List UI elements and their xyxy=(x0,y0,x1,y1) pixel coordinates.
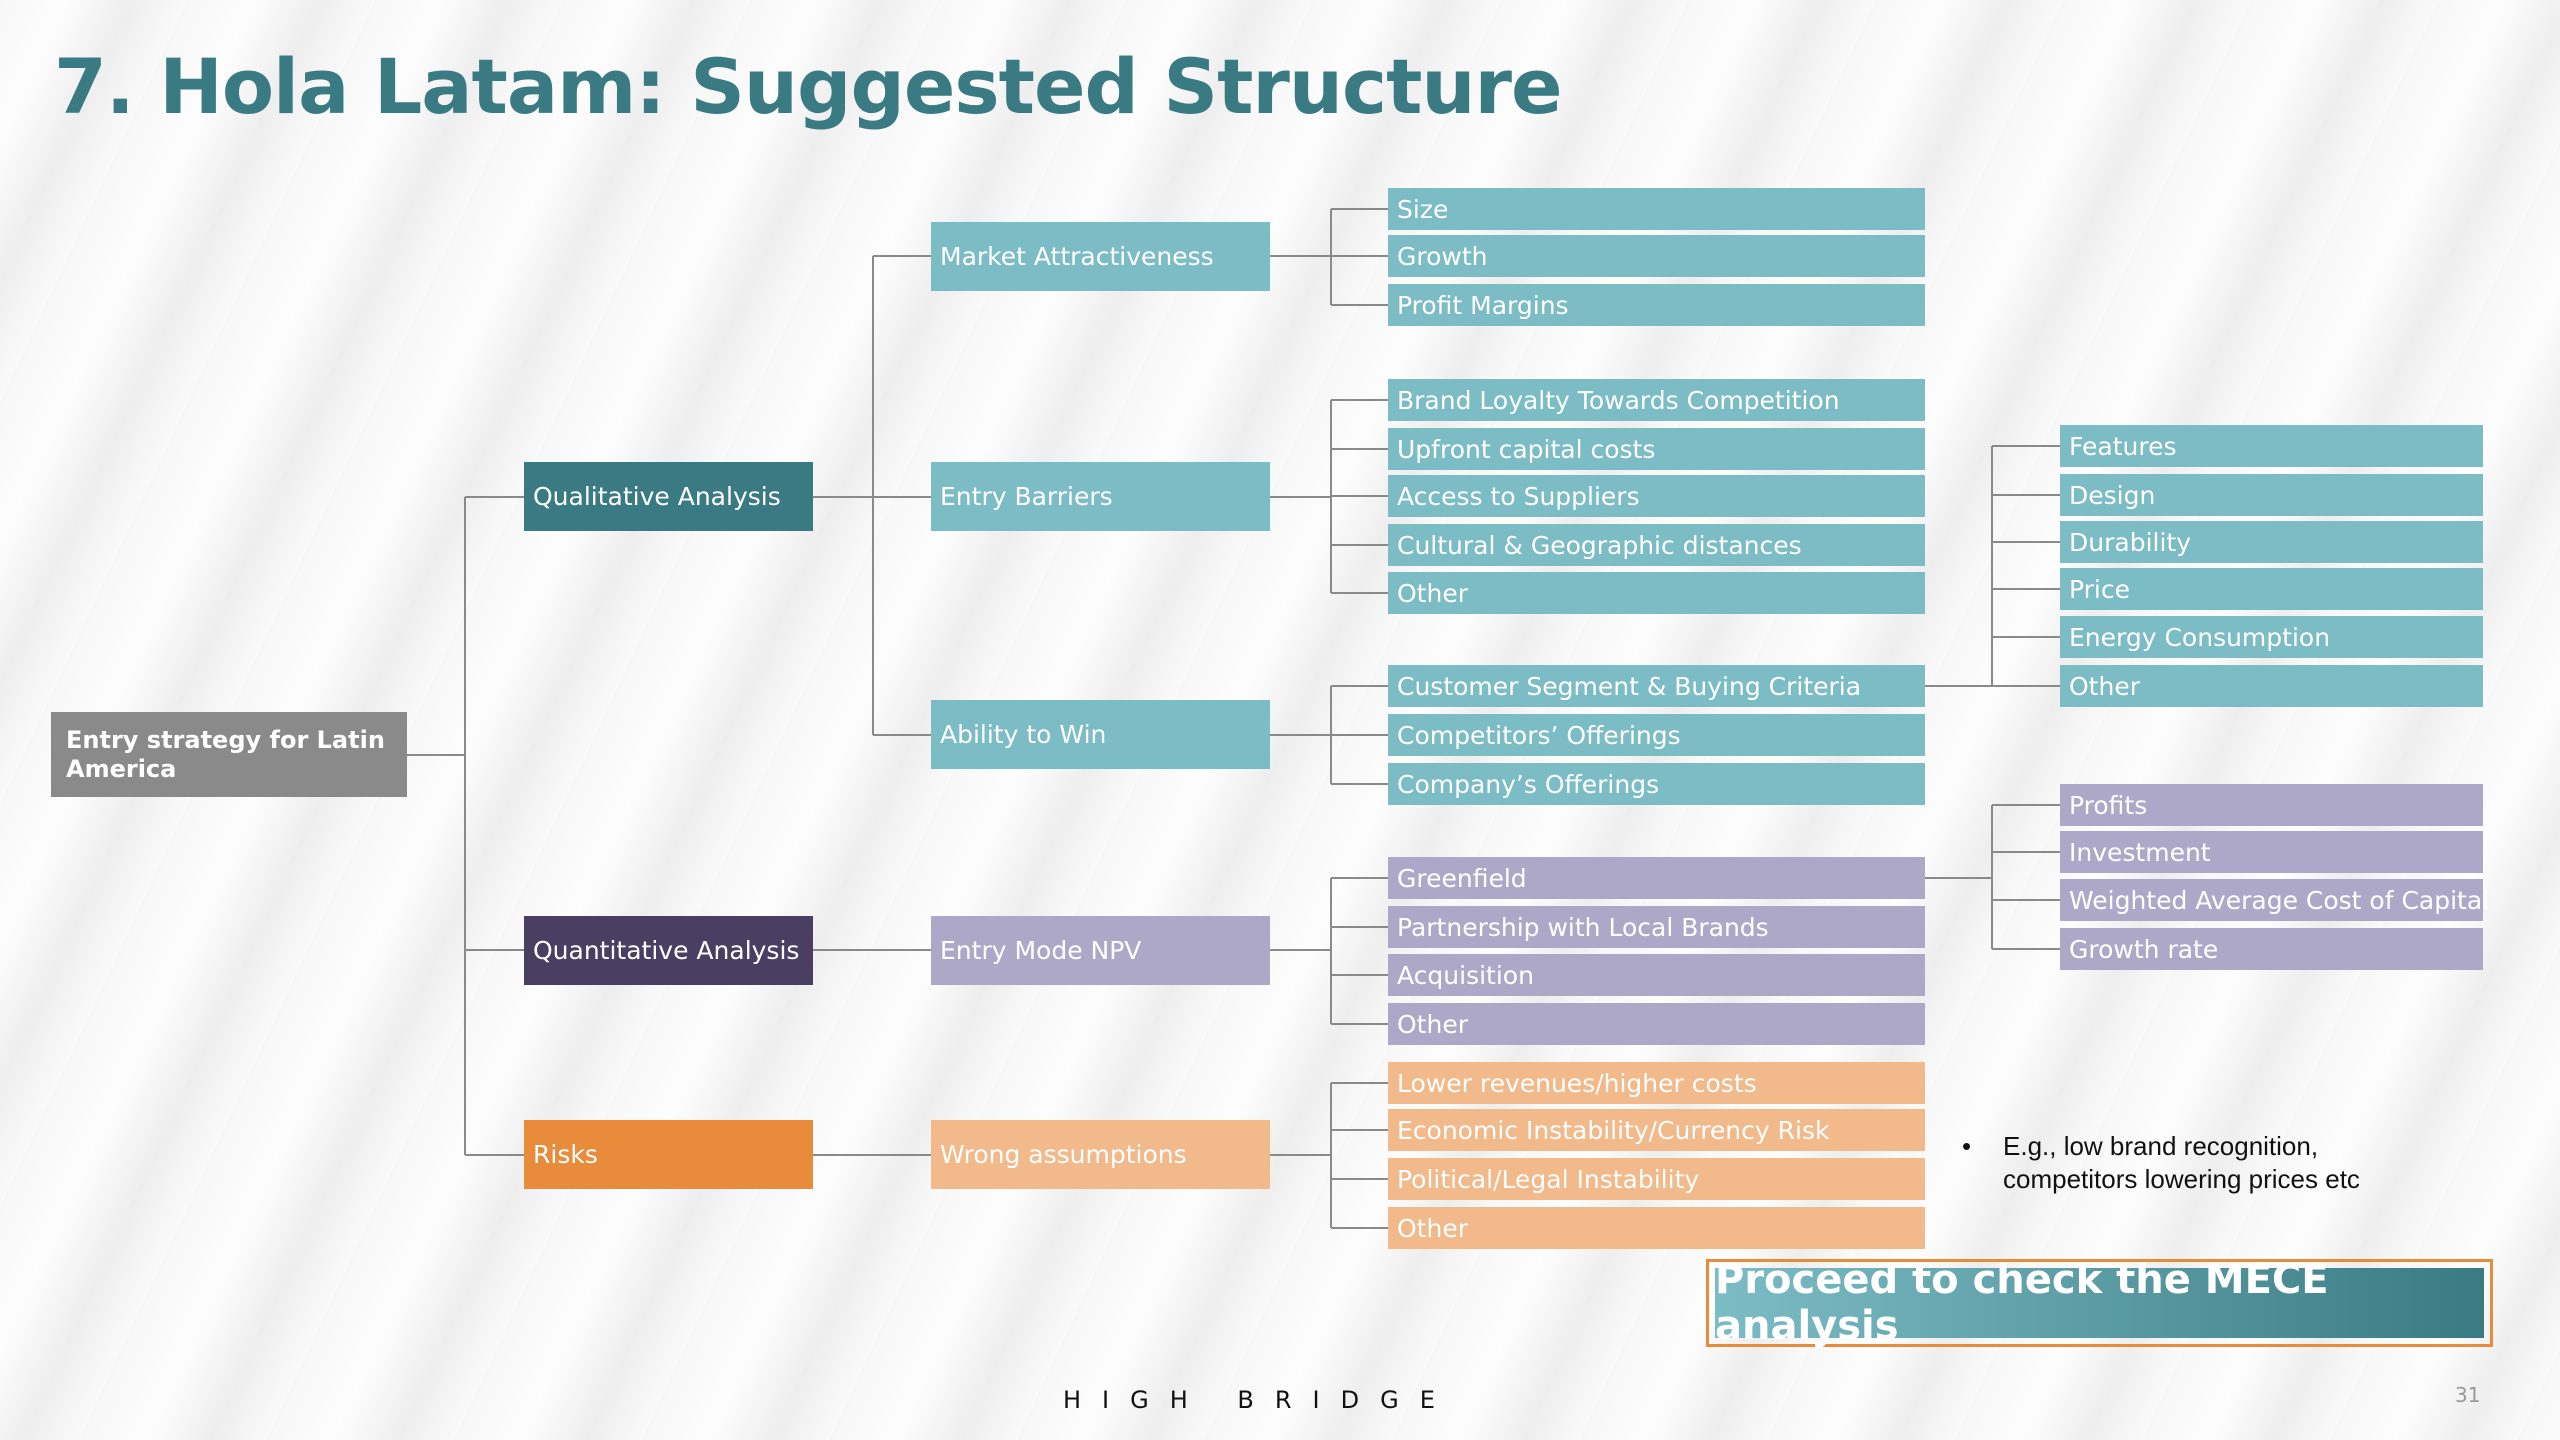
mece-button-label: Proceed to check the MECE analysis xyxy=(1715,1257,2484,1349)
ability-node: Ability to Win xyxy=(931,700,1270,769)
npv-drivers-item: Weighted Average Cost of Capital xyxy=(2060,879,2489,921)
market-items-item: Size xyxy=(1388,188,1925,230)
bullet: • xyxy=(1962,1131,1972,1161)
page-number: 31 xyxy=(2455,1383,2481,1407)
barrier-items-item: Other xyxy=(1388,572,1925,614)
criteria-items-item: Design xyxy=(2060,474,2483,516)
criteria-items-item: Features xyxy=(2060,425,2483,467)
npv-items-item: Acquisition xyxy=(1388,954,1925,996)
npv-drivers-item: Growth rate xyxy=(2060,928,2483,970)
barrier-items-item: Brand Loyalty Towards Competition xyxy=(1388,379,1925,421)
criteria-items-item: Durability xyxy=(2060,521,2483,563)
ability-items-item: Competitors’ Offerings xyxy=(1388,714,1925,756)
risk-items-item: Other xyxy=(1388,1207,1925,1249)
risks-node: Risks xyxy=(524,1120,813,1189)
barriers-node: Entry Barriers xyxy=(931,462,1270,531)
npv-drivers-item: Profits xyxy=(2060,784,2483,826)
qualitative-analysis-node: Qualitative Analysis xyxy=(524,462,813,531)
risk-items-item: Lower revenues/higher costs xyxy=(1388,1062,1925,1104)
risk-items-item: Political/Legal Instability xyxy=(1388,1158,1925,1200)
npv-node: Entry Mode NPV xyxy=(931,916,1270,985)
note-text: E.g., low brand recognition, competitors… xyxy=(2003,1131,2360,1194)
barrier-items-item: Upfront capital costs xyxy=(1388,428,1925,470)
page-title: 7. Hola Latam: Suggested Structure xyxy=(54,42,1563,131)
barrier-items-item: Access to Suppliers xyxy=(1388,475,1925,517)
npv-drivers-item: Investment xyxy=(2060,831,2483,873)
market-items-item: Profit Margins xyxy=(1388,284,1925,326)
npv-items-item: Other xyxy=(1388,1003,1925,1045)
npv-items-item: Partnership with Local Brands xyxy=(1388,906,1925,948)
market-items-item: Growth xyxy=(1388,235,1925,277)
root-node: Entry strategy for Latin America xyxy=(51,712,407,797)
criteria-items-item: Price xyxy=(2060,568,2483,610)
quantitative-analysis-node: Quantitative Analysis xyxy=(524,916,813,985)
wrong-node: Wrong assumptions xyxy=(931,1120,1270,1189)
criteria-items-item: Other xyxy=(2060,665,2483,707)
footer-brand: HIGH BRIDGE xyxy=(1063,1386,1456,1414)
risk-example-note: • E.g., low brand recognition, competito… xyxy=(1962,1130,2403,1196)
mece-analysis-button[interactable]: Proceed to check the MECE analysis xyxy=(1706,1257,2493,1349)
npv-items-item: Greenfield xyxy=(1388,857,1925,899)
ability-items-item: Customer Segment & Buying Criteria xyxy=(1388,665,1925,707)
ability-items-item: Company’s Offerings xyxy=(1388,763,1925,805)
risk-items-item: Economic Instability/Currency Risk xyxy=(1388,1109,1925,1151)
criteria-items-item: Energy Consumption xyxy=(2060,616,2483,658)
market-node: Market Attractiveness xyxy=(931,222,1270,291)
barrier-items-item: Cultural & Geographic distances xyxy=(1388,524,1925,566)
